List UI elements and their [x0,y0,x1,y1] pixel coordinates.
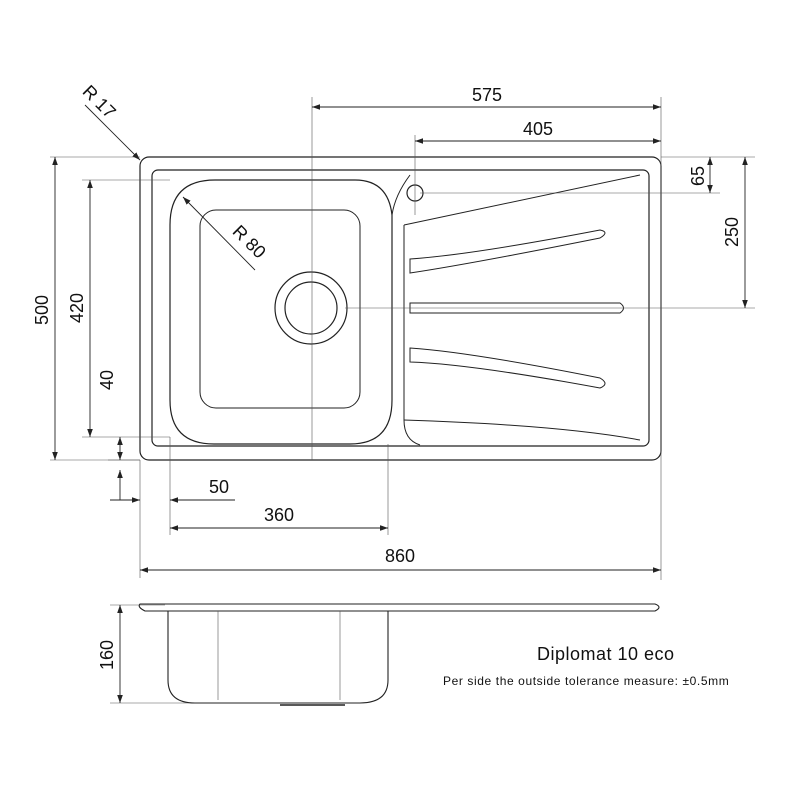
label-500: 500 [32,295,52,325]
dimension-lines [52,104,748,703]
waste-outlet-inner [284,281,338,335]
label-420: 420 [67,293,87,323]
label-360: 360 [264,505,294,525]
drainer-groove-bottom [409,347,606,389]
tolerance-note: Per side the outside tolerance measure: … [443,674,729,688]
label-r17: R 17 [79,81,120,122]
drainer-edge [391,174,421,446]
side-view [138,603,660,706]
bowl-outline [169,179,393,445]
label-405: 405 [523,119,553,139]
plan-view [139,156,662,461]
drainer-rib-lower [403,419,641,441]
label-250: 250 [722,217,742,247]
sink-outer-rim [139,156,662,461]
label-r80: R 80 [229,221,270,262]
label-40: 40 [97,370,117,390]
waste-outlet-outer [274,271,348,345]
label-860: 860 [385,546,415,566]
product-title: Diplomat 10 eco [537,644,675,664]
bowl-floor [199,209,361,409]
drainer-groove-top [409,229,606,274]
extension-lines [50,97,755,704]
label-65: 65 [688,166,708,186]
dim-r80-leader [182,196,256,271]
label-575: 575 [472,85,502,105]
side-bowl [167,611,389,704]
label-160: 160 [97,640,117,670]
drainer-groove-middle [409,302,624,314]
label-50: 50 [209,477,229,497]
drainer-rib-upper [403,174,641,226]
dim-r17-leader [84,104,141,161]
side-rim [138,603,660,612]
